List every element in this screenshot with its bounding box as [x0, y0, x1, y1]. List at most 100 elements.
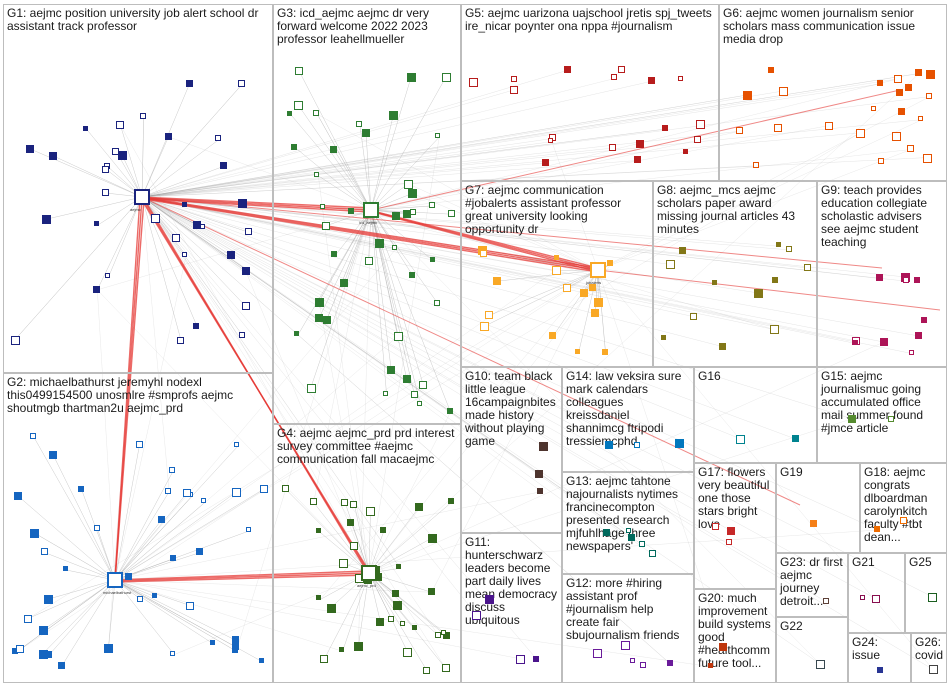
network-node[interactable]	[186, 601, 195, 610]
network-node[interactable]	[611, 74, 618, 81]
network-node[interactable]	[736, 127, 744, 135]
network-node[interactable]	[804, 264, 812, 271]
network-node[interactable]	[94, 220, 100, 226]
network-node[interactable]	[83, 126, 89, 132]
network-node[interactable]	[872, 594, 881, 603]
network-node[interactable]	[63, 566, 69, 572]
group-g9[interactable]: G9: teach provides education collegiate …	[817, 181, 947, 367]
network-node[interactable]	[25, 144, 34, 153]
network-node[interactable]	[364, 256, 373, 265]
network-node[interactable]	[331, 251, 338, 258]
network-node[interactable]	[402, 210, 411, 219]
network-node[interactable]	[694, 136, 702, 144]
network-node[interactable]	[469, 77, 479, 87]
network-node[interactable]	[411, 625, 417, 631]
network-node[interactable]	[666, 660, 673, 667]
network-node[interactable]	[201, 497, 207, 503]
network-node[interactable]	[102, 189, 110, 197]
network-node[interactable]	[677, 75, 683, 81]
network-node[interactable]	[682, 148, 688, 154]
hub-aejmc_prd-node[interactable]	[361, 565, 377, 581]
network-node[interactable]	[356, 121, 363, 128]
network-node[interactable]	[38, 649, 48, 659]
network-node[interactable]	[199, 224, 205, 230]
network-node[interactable]	[409, 271, 415, 278]
network-node[interactable]	[928, 592, 938, 602]
network-node[interactable]	[899, 516, 907, 524]
network-node[interactable]	[232, 647, 239, 654]
network-node[interactable]	[376, 617, 385, 626]
network-node[interactable]	[196, 548, 204, 556]
network-node[interactable]	[925, 92, 932, 99]
network-node[interactable]	[630, 657, 636, 663]
network-node[interactable]	[537, 487, 544, 494]
network-node[interactable]	[493, 277, 502, 286]
network-node[interactable]	[392, 589, 400, 597]
network-node[interactable]	[562, 284, 571, 293]
network-node[interactable]	[387, 365, 396, 374]
network-node[interactable]	[93, 285, 101, 293]
network-node[interactable]	[281, 485, 289, 493]
network-node[interactable]	[928, 665, 938, 675]
network-node[interactable]	[429, 201, 436, 208]
network-node[interactable]	[547, 137, 553, 143]
group-g3[interactable]: G3: icd_aejmc aejmc dr very forward welc…	[273, 4, 461, 424]
network-node[interactable]	[662, 124, 669, 131]
network-node[interactable]	[41, 215, 51, 225]
network-node[interactable]	[753, 288, 763, 298]
network-node[interactable]	[679, 246, 687, 254]
network-node[interactable]	[182, 489, 191, 498]
network-node[interactable]	[591, 308, 600, 317]
network-node[interactable]	[563, 66, 571, 74]
group-g22[interactable]: G22	[776, 617, 848, 683]
network-node[interactable]	[182, 251, 188, 257]
network-node[interactable]	[434, 632, 441, 639]
network-node[interactable]	[640, 662, 647, 669]
network-node[interactable]	[775, 242, 781, 248]
network-node[interactable]	[16, 645, 25, 654]
group-g24[interactable]: G24: issue	[848, 633, 911, 683]
network-node[interactable]	[589, 284, 597, 292]
network-node[interactable]	[435, 133, 441, 139]
group-g23[interactable]: G23: dr first aejmc journey detroit...	[776, 553, 848, 617]
network-node[interactable]	[661, 334, 667, 340]
network-node[interactable]	[171, 234, 180, 243]
network-node[interactable]	[538, 441, 548, 451]
network-node[interactable]	[647, 77, 655, 85]
network-node[interactable]	[627, 534, 635, 542]
network-node[interactable]	[580, 289, 589, 298]
network-node[interactable]	[157, 515, 165, 523]
group-g10[interactable]: G10: team black little league 16campaign…	[461, 367, 562, 533]
network-node[interactable]	[226, 251, 235, 260]
network-node[interactable]	[220, 162, 228, 169]
network-node[interactable]	[322, 315, 331, 324]
network-node[interactable]	[878, 157, 885, 164]
network-node[interactable]	[104, 644, 114, 654]
network-node[interactable]	[768, 67, 775, 74]
group-g7[interactable]: G7: aejmc communication #jobalerts assis…	[461, 181, 653, 367]
network-node[interactable]	[441, 664, 450, 673]
network-node[interactable]	[326, 603, 336, 613]
network-node[interactable]	[193, 322, 200, 329]
network-node[interactable]	[102, 165, 110, 173]
network-node[interactable]	[177, 336, 185, 344]
network-node[interactable]	[295, 67, 304, 76]
network-node[interactable]	[392, 244, 398, 250]
network-node[interactable]	[898, 107, 906, 115]
network-node[interactable]	[607, 260, 614, 267]
network-node[interactable]	[137, 595, 144, 602]
network-node[interactable]	[30, 433, 36, 440]
network-node[interactable]	[416, 401, 422, 407]
group-g14[interactable]: G14: law veksira sure mark calendars col…	[562, 367, 694, 472]
network-node[interactable]	[408, 189, 418, 199]
network-node[interactable]	[152, 593, 158, 599]
network-node[interactable]	[391, 212, 400, 221]
network-node[interactable]	[485, 311, 494, 320]
network-node[interactable]	[77, 485, 84, 492]
network-node[interactable]	[341, 498, 349, 506]
network-node[interactable]	[382, 391, 388, 397]
network-node[interactable]	[366, 506, 376, 516]
network-node[interactable]	[259, 658, 265, 664]
network-node[interactable]	[347, 518, 355, 526]
network-node[interactable]	[636, 139, 645, 148]
